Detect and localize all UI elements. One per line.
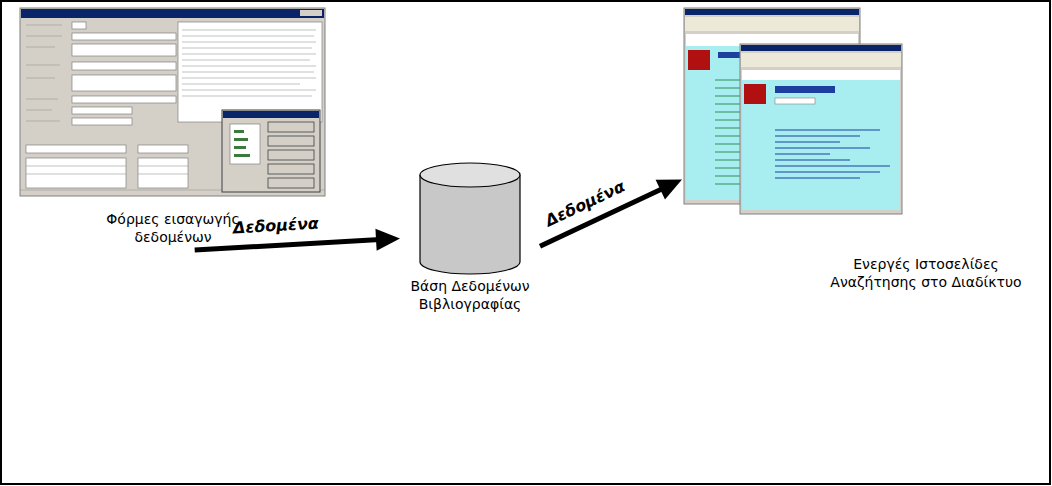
arrow-head <box>656 179 682 199</box>
web-pages-node: Ενεργές Ιστοσελίδες Αναζήτησης στο Διαδί… <box>682 6 1042 295</box>
browser-screenshot <box>684 8 902 214</box>
database-cylinder <box>420 163 520 274</box>
database-node: Βάση Δεδομένων Βιβλιογραφίας <box>400 160 540 317</box>
arrow-head <box>375 229 400 251</box>
form-screenshot <box>20 8 325 196</box>
arrow-shaft <box>195 240 380 250</box>
node-caption: Φόρμες εισαγωγής δεδομένων <box>91 211 256 246</box>
form-node: Φόρμες εισαγωγής δεδομένων <box>18 6 328 250</box>
node-caption: Ενεργές Ιστοσελίδες Αναζήτησης στο Διαδί… <box>810 256 1042 291</box>
edge-label: Δεδομένα <box>542 177 628 231</box>
node-caption: Βάση Δεδομένων Βιβλιογραφίας <box>400 278 540 313</box>
edge-label: Δεδομένα <box>233 214 320 238</box>
